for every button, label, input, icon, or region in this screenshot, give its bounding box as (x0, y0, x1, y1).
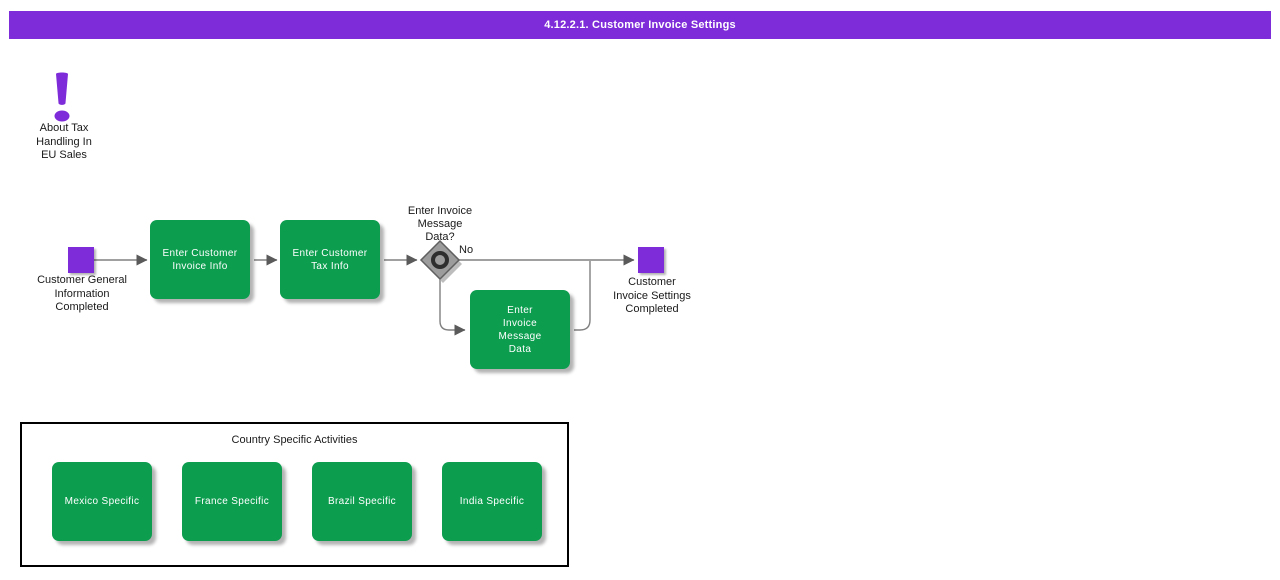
start-label-line: Information (54, 287, 110, 300)
country-panel-title: Country Specific Activities (231, 434, 358, 446)
task-brazil-specific[interactable]: Brazil Specific (312, 462, 412, 541)
decision-diamond-shadow (424, 245, 462, 283)
connector-decision-yes-to-message-data (439, 279, 466, 336)
start-event-label: Customer General Information Completed (18, 274, 146, 315)
flow-connectors (94, 239, 635, 336)
note-line: Handling In (36, 135, 92, 148)
task-label: Mexico Specific (64, 496, 140, 507)
task-mexico-specific[interactable]: Mexico Specific (52, 462, 152, 541)
exclamation-icon[interactable] (48, 72, 76, 124)
task-label: Enter Customer Invoice Info (162, 247, 238, 272)
page-title: 4.12.2.1. Customer Invoice Settings (544, 19, 736, 31)
decision-label-line: Data? (425, 231, 455, 243)
task-label: Enter Invoice Message Data (498, 304, 542, 355)
task-label: France Specific (194, 496, 270, 507)
task-france-specific[interactable]: France Specific (182, 462, 282, 541)
end-label-line: Invoice Settings (613, 289, 691, 302)
end-label-line: Customer (628, 276, 676, 288)
task-label: Enter Customer Tax Info (292, 247, 368, 272)
start-label-line: Customer General (37, 274, 127, 286)
task-enter-customer-invoice-info[interactable]: Enter Customer Invoice Info (150, 220, 250, 299)
title-bar: 4.12.2.1. Customer Invoice Settings (9, 11, 1271, 39)
start-event-square[interactable] (68, 247, 94, 273)
start-label-line: Completed (55, 301, 109, 313)
note-line: About Tax (39, 122, 89, 134)
task-label: India Specific (459, 496, 525, 507)
note-line: EU Sales (41, 149, 87, 161)
exclamation-dot (54, 110, 70, 122)
end-label-line: Completed (625, 303, 679, 315)
task-label: Brazil Specific (327, 496, 397, 507)
decision-ring-icon (431, 251, 449, 269)
end-event-label: Customer Invoice Settings Completed (591, 276, 713, 317)
decision-question-label: Enter Invoice Message Data? (390, 205, 490, 244)
decision-no-label: No (459, 244, 474, 256)
decision-diamond (419, 239, 461, 281)
decision-label-line: Enter Invoice (407, 205, 473, 217)
decision-label-line: Message (417, 218, 463, 230)
task-enter-invoice-message-data[interactable]: Enter Invoice Message Data (470, 290, 570, 369)
country-panel: Country Specific Activities Mexico Speci… (20, 422, 569, 567)
task-india-specific[interactable]: India Specific (442, 462, 542, 541)
task-enter-customer-tax-info[interactable]: Enter Customer Tax Info (280, 220, 380, 299)
end-event-square[interactable] (638, 247, 664, 273)
exclamation-bar (56, 72, 68, 105)
note-label: About Tax Handling In EU Sales (8, 122, 120, 163)
connector-message-data-return (574, 261, 591, 331)
